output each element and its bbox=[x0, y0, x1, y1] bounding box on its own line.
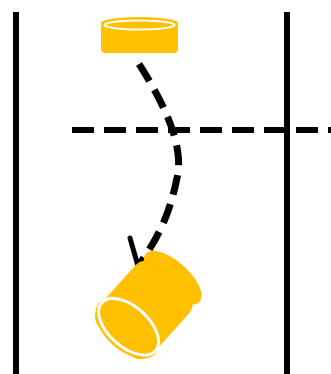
trajectory-arrow bbox=[127, 62, 183, 271]
cylinder-end-tilted bbox=[95, 250, 202, 360]
dashed-trajectory-path bbox=[135, 62, 183, 269]
cylinder-start-upright bbox=[101, 17, 178, 53]
